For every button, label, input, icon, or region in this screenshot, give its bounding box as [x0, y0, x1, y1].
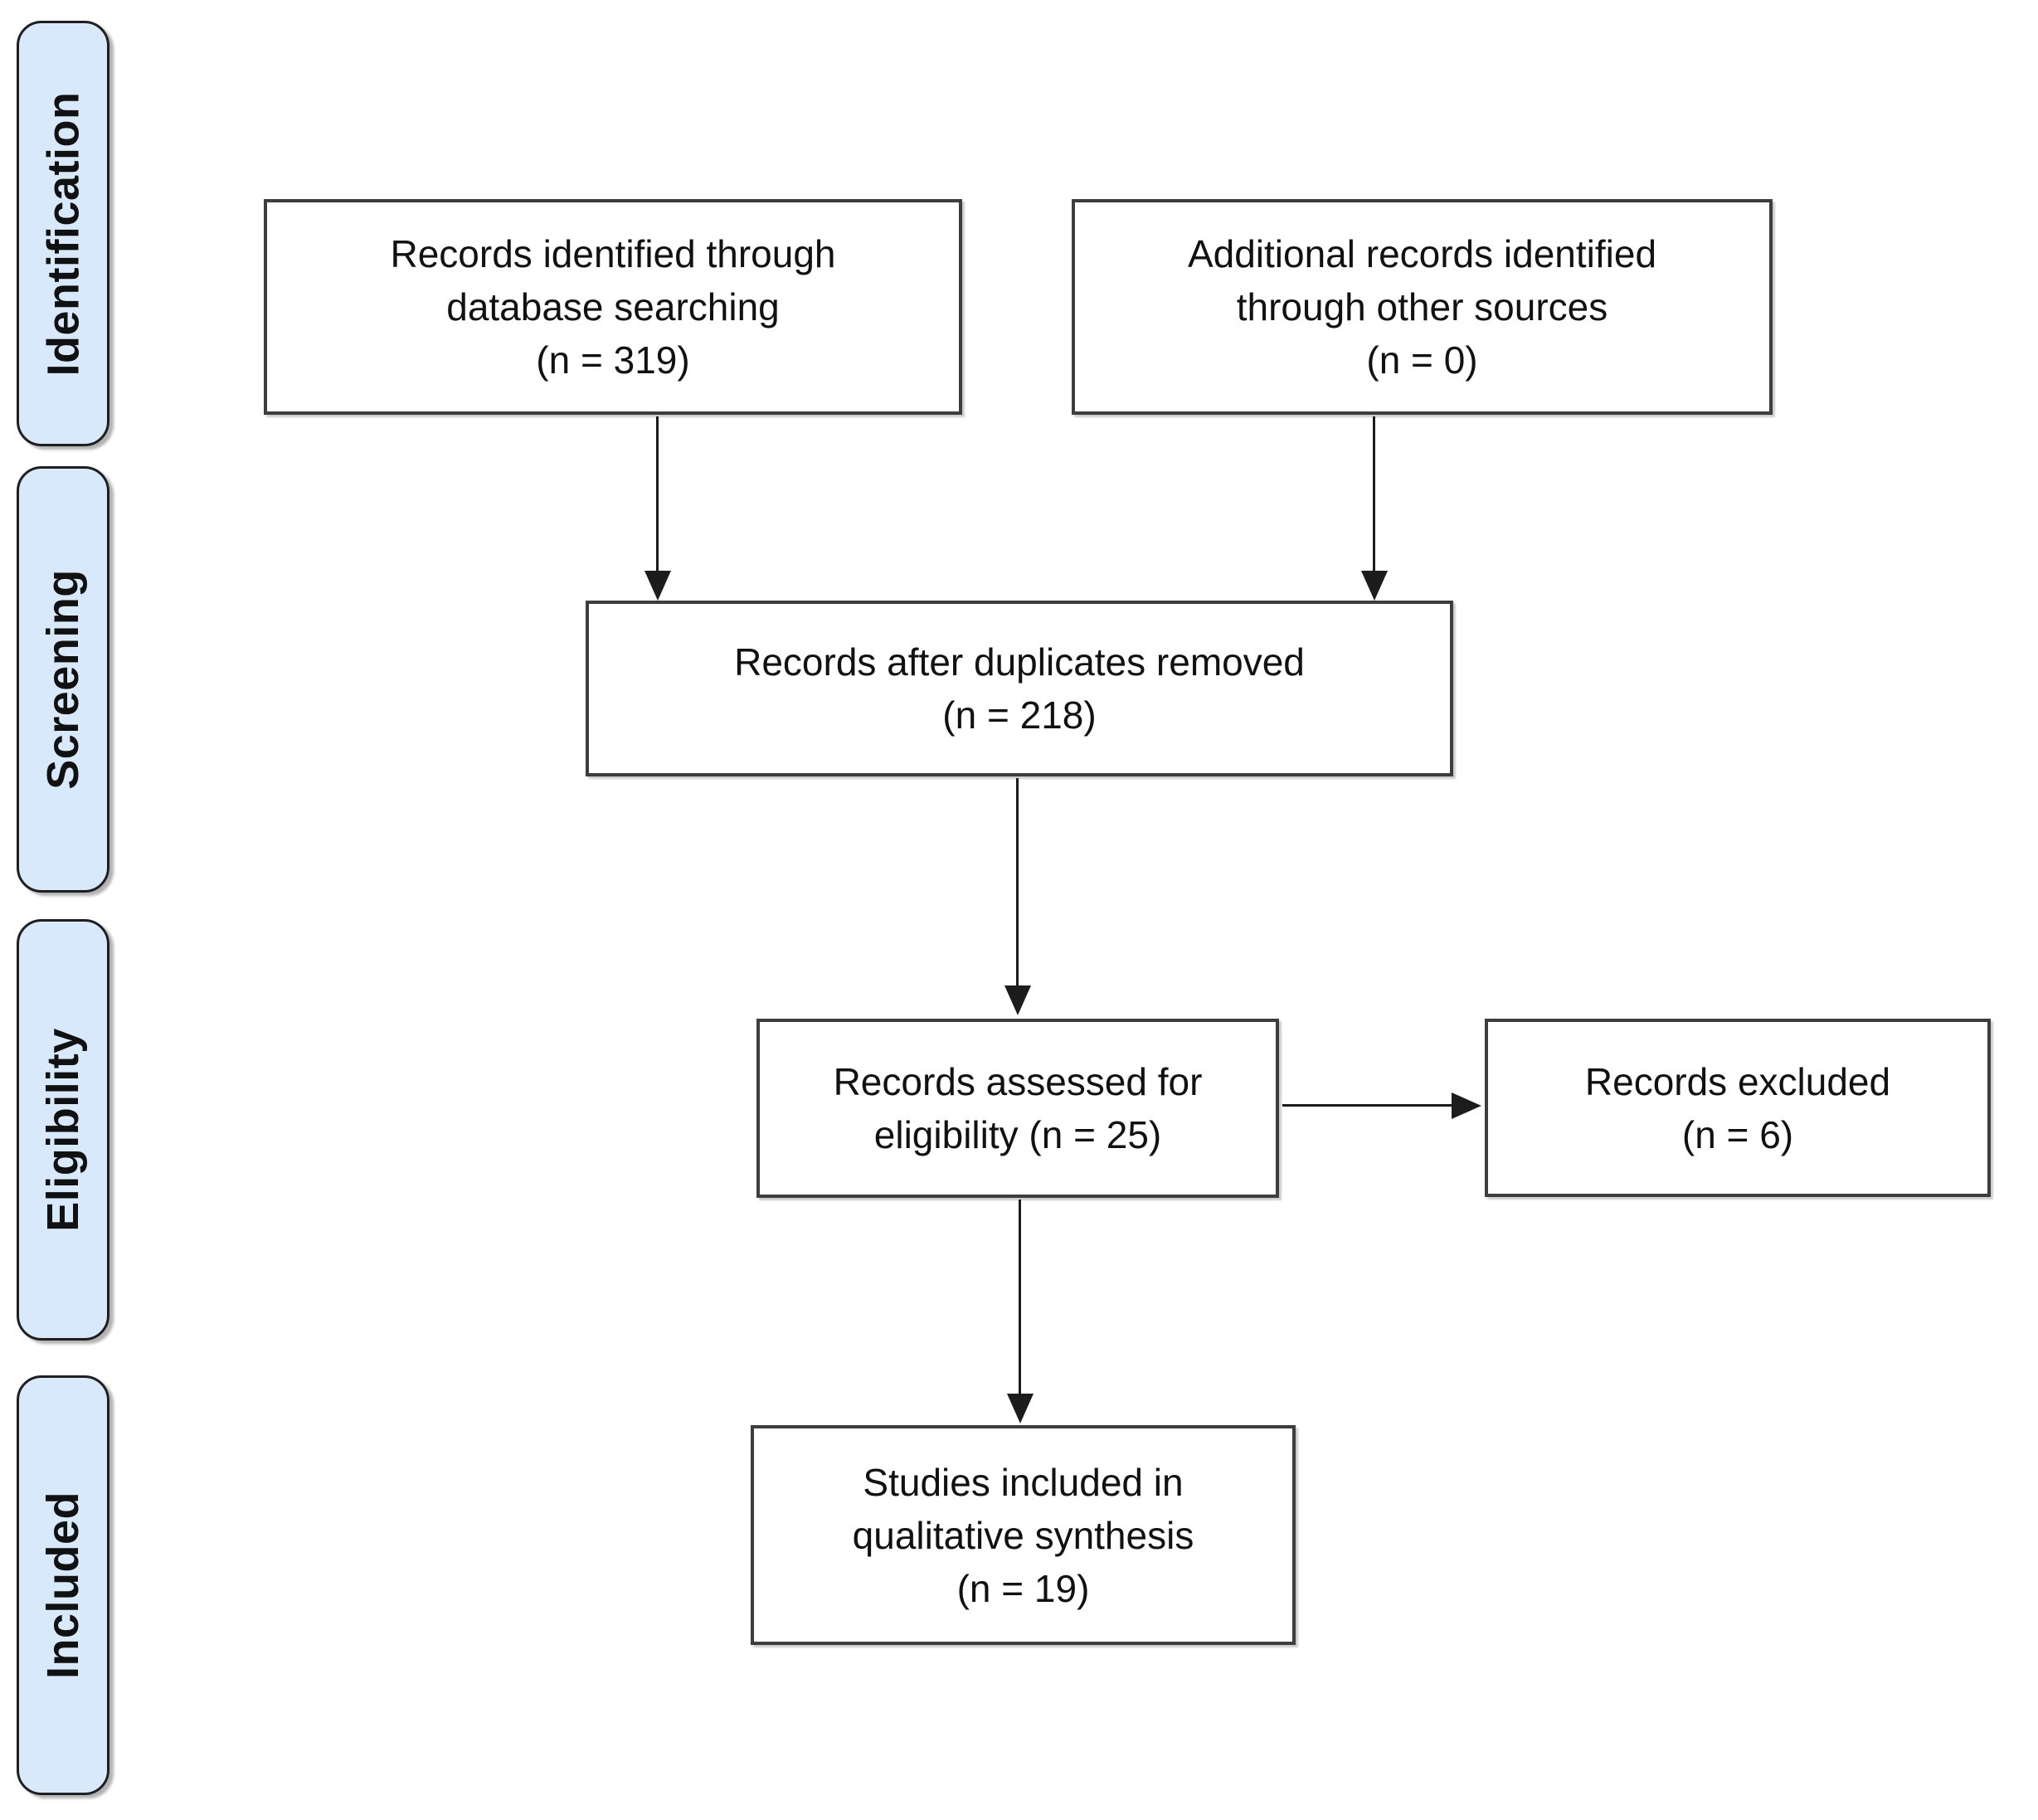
arrow-additional-to-duplicates-head — [1361, 571, 1388, 601]
box-records-excluded-line1: Records excluded — [1584, 1059, 1891, 1103]
box-records-identified-line2: database searching — [446, 285, 780, 328]
arrow-assessed-to-excluded-line — [1282, 1104, 1455, 1107]
box-records-after-duplicates: Records after duplicates removed (n = 21… — [586, 601, 1453, 776]
stage-identification: Identification — [17, 21, 109, 446]
stage-included-label: Included — [38, 1491, 89, 1680]
arrow-identified-to-duplicates-head — [644, 571, 671, 601]
box-records-identified-line1: Records identified through — [390, 232, 836, 275]
box-additional-records: Additional records identified through ot… — [1072, 199, 1773, 415]
box-records-after-duplicates-count: (n = 218) — [942, 693, 1097, 737]
stage-screening-label: Screening — [38, 569, 88, 790]
box-records-assessed: Records assessed for eligibility (n = 25… — [756, 1019, 1279, 1198]
box-records-after-duplicates-line1: Records after duplicates removed — [734, 640, 1305, 684]
box-studies-included-count: (n = 19) — [956, 1566, 1090, 1610]
arrow-duplicates-to-assessed-head — [1004, 985, 1031, 1015]
arrow-duplicates-to-assessed-line — [1016, 778, 1019, 989]
box-records-assessed-line1: Records assessed for — [833, 1060, 1203, 1103]
stage-eligibility: Eligibility — [17, 919, 109, 1341]
box-records-identified: Records identified through database sear… — [264, 199, 962, 415]
arrow-assessed-to-included-head — [1007, 1394, 1034, 1423]
box-records-identified-count: (n = 319) — [536, 338, 690, 382]
arrow-additional-to-duplicates-line — [1373, 416, 1375, 576]
stage-identification-label: Identification — [38, 91, 88, 376]
arrow-assessed-to-included-line — [1019, 1200, 1021, 1397]
box-studies-included: Studies included in qualitative synthesi… — [751, 1425, 1296, 1645]
box-records-excluded-count: (n = 6) — [1681, 1112, 1794, 1156]
box-studies-included-line2: qualitative synthesis — [852, 1513, 1194, 1557]
stage-eligibility-label: Eligibility — [38, 1028, 88, 1232]
stage-screening: Screening — [17, 466, 109, 893]
arrow-identified-to-duplicates-line — [656, 416, 659, 576]
stage-included: Included — [17, 1375, 109, 1795]
box-additional-records-count: (n = 0) — [1366, 338, 1478, 382]
box-records-excluded: Records excluded (n = 6) — [1485, 1019, 1991, 1197]
box-studies-included-line1: Studies included in — [863, 1460, 1184, 1504]
box-records-assessed-line2: eligibility (n = 25) — [873, 1113, 1162, 1156]
arrow-assessed-to-excluded-head — [1452, 1092, 1481, 1119]
box-additional-records-line1: Additional records identified — [1187, 232, 1657, 275]
box-additional-records-line2: through other sources — [1236, 285, 1608, 328]
